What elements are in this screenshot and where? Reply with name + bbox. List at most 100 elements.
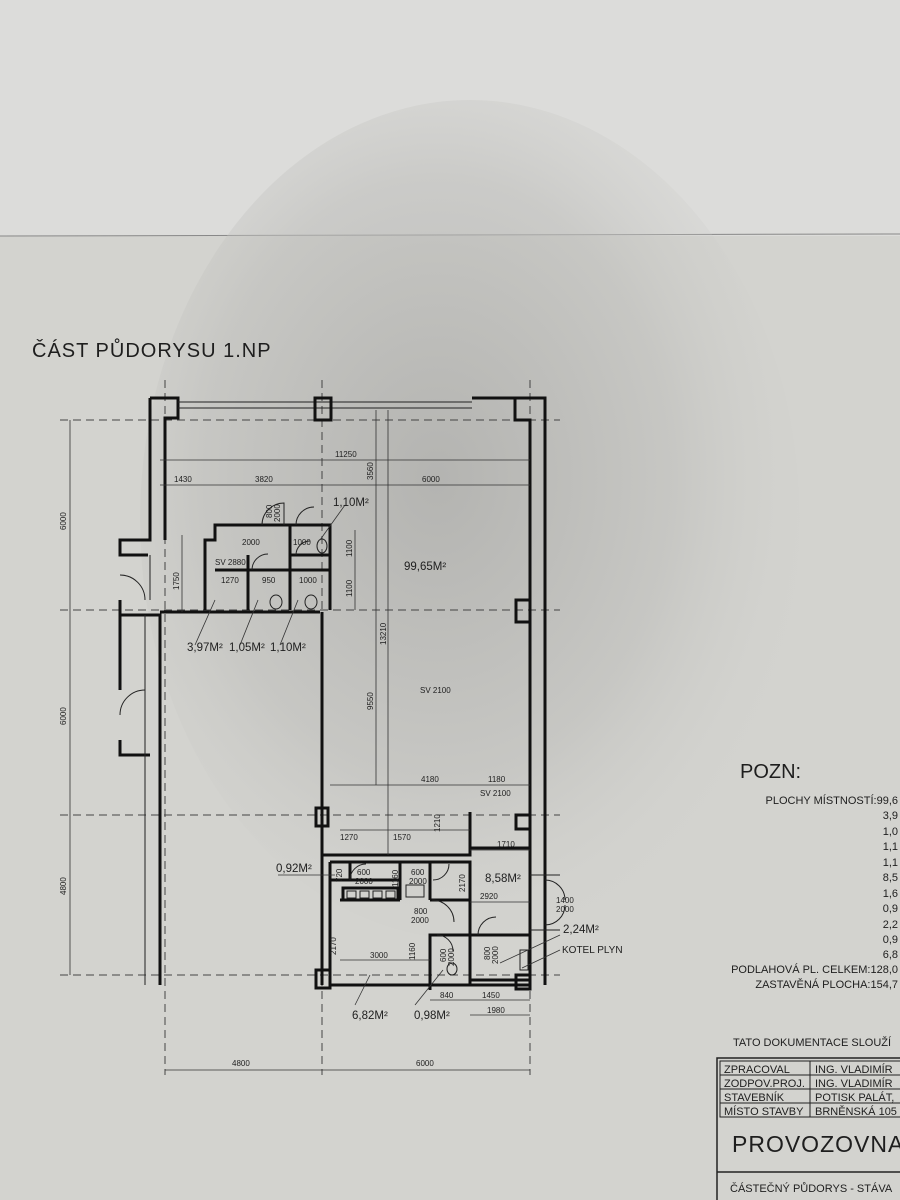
notes-heading: POZN: [740, 761, 801, 783]
dimension-labels: 11250 1430 3820 6000 6000 6000 4800 4800… [59, 450, 515, 1068]
room-area: 0,98M² [414, 1010, 450, 1022]
dim-label: 1980 [487, 1006, 505, 1015]
room-area-value: 1,6 [883, 888, 898, 900]
dim-label: 1160 [391, 869, 400, 887]
door-size-labels: 600 2000 600 2000 800 2000 1400 2000 800… [265, 504, 574, 966]
dim-label: 1100 [345, 539, 354, 557]
room-labels: SV 2880 SV 2100 SV 2100 99,65M² 1,10M² 3… [187, 497, 623, 1022]
dim-label: 2920 [480, 892, 498, 901]
photo-shadow [140, 100, 800, 940]
title-block-value: POTISK PALÁT, [815, 1091, 894, 1104]
room-area-value: 8,5 [883, 872, 898, 884]
built-area-label: ZASTAVĚNÁ PLOCHA: [755, 978, 870, 991]
floor-total-value: 128,0 [870, 964, 898, 976]
dim-label: 2000 [242, 538, 260, 547]
door-label: 800 [414, 907, 428, 916]
rooms-label: PLOCHY MÍSTNOSTÍ:99,6 [766, 794, 898, 807]
room-area: 99,65M² [404, 561, 446, 573]
room-area: 1,10M² [270, 642, 306, 654]
built-area: ZASTAVĚNÁ PLOCHA:154,7 [755, 978, 898, 991]
dim-label: 840 [440, 991, 454, 1000]
dim-label: 3000 [370, 951, 388, 960]
walls [118, 396, 560, 991]
room-area-value: 0,9 [883, 903, 898, 915]
dim-label: 1000 [293, 538, 311, 547]
dim-label: 6000 [416, 1059, 434, 1068]
drawing-name: ČÁSTEČNÝ PŮDORYS - STÁVA [730, 1182, 893, 1195]
door-label: 600 [439, 948, 448, 962]
dim-label: 1100 [345, 579, 354, 597]
room-area: 3,97M² [187, 642, 223, 654]
dim-label: 13210 [379, 622, 388, 645]
door-label: 2000 [447, 948, 456, 966]
dim-label: 2170 [458, 874, 467, 892]
door-label: 800 [483, 946, 492, 960]
dim-label: 2170 [329, 937, 338, 955]
dim-label: 1000 [299, 576, 317, 585]
floor-total-label: PODLAHOVÁ PL. CELKEM: [731, 963, 870, 976]
room-area-value: 2,2 [883, 919, 898, 931]
dim-label: 4800 [232, 1059, 250, 1068]
door-label: 2000 [409, 877, 427, 886]
room-area-value: 3,9 [883, 810, 898, 822]
room-area-value: 99,6 [877, 795, 898, 807]
door-label: 2000 [355, 877, 373, 886]
room-area: 1,10M² [333, 497, 369, 509]
clear-height-label: SV 2100 [420, 686, 451, 695]
dim-label: 1270 [340, 833, 358, 842]
dim-label: 1270 [221, 576, 239, 585]
dim-label: 720 [335, 868, 344, 882]
doors [119, 502, 566, 952]
title-block-label: STAVEBNÍK [724, 1091, 785, 1104]
room-area: 8,58M² [485, 873, 521, 885]
title-block-label: ZODPOV.PROJ. [724, 1078, 805, 1090]
door-label: 2000 [411, 916, 429, 925]
dim-label: 6000 [422, 475, 440, 484]
dim-label: 1160 [408, 942, 417, 960]
room-area: 0,92M² [276, 863, 312, 875]
room-area-value: 1,1 [883, 841, 898, 853]
title-block: ZPRACOVAL ING. VLADIMÍR ZODPOV.PROJ. ING… [716, 1057, 900, 1200]
door-label: 2000 [491, 946, 500, 964]
dim-label: 1450 [482, 991, 500, 1000]
dim-label: 1570 [393, 833, 411, 842]
built-area-value: 154,7 [870, 979, 898, 991]
project-name: PROVOZOVNA [732, 1131, 900, 1157]
room-area-value: 1,0 [883, 826, 898, 838]
dim-label: 1430 [174, 475, 192, 484]
plan-title: ČÁST PŮDORYSU 1.NP [32, 338, 272, 362]
door-label: 800 [265, 504, 274, 518]
dim-label: 1750 [172, 572, 181, 590]
room-area: 6,82M² [352, 1010, 388, 1022]
dim-label: 11250 [335, 450, 357, 459]
title-block-value: BRNĚNSKÁ 105 [815, 1105, 897, 1118]
room-area-value: 6,8 [883, 949, 898, 961]
clear-height-label: SV 2100 [480, 789, 511, 798]
dim-label: 3560 [366, 462, 375, 480]
door-label: 2000 [556, 905, 574, 914]
notes-section: POZN: PLOCHY MÍSTNOSTÍ:99,6 3,9 1,0 1,1 … [731, 761, 898, 1049]
title-block-label: ZPRACOVAL [724, 1064, 790, 1076]
door-label: 600 [357, 868, 371, 877]
rooms-label-text: PLOCHY MÍSTNOSTÍ: [766, 794, 877, 807]
dim-label: 4800 [59, 877, 68, 895]
dim-label: 950 [262, 576, 276, 585]
title-block-label: MÍSTO STAVBY [724, 1105, 804, 1118]
door-label: 600 [411, 868, 425, 877]
dim-label: 3820 [255, 475, 273, 484]
dim-label: 9550 [366, 692, 375, 710]
dim-label: 6000 [59, 512, 68, 530]
dimension-lines [69, 410, 561, 1071]
floor-total: PODLAHOVÁ PL. CELKEM:128,0 [731, 963, 898, 976]
clear-height-label: SV 2880 [215, 558, 246, 567]
title-block-value: ING. VLADIMÍR [815, 1077, 893, 1090]
room-area-value: 0,9 [883, 934, 898, 946]
sanitary-fixtures [269, 538, 529, 976]
door-label: 1400 [556, 896, 574, 905]
dim-label: 6000 [59, 707, 68, 725]
room-area-value: 1,1 [883, 857, 898, 869]
dim-label: 1710 [497, 840, 515, 849]
door-label: 2000 [273, 504, 282, 522]
dim-label: 4180 [421, 775, 439, 784]
dim-label: 1180 [488, 775, 506, 784]
